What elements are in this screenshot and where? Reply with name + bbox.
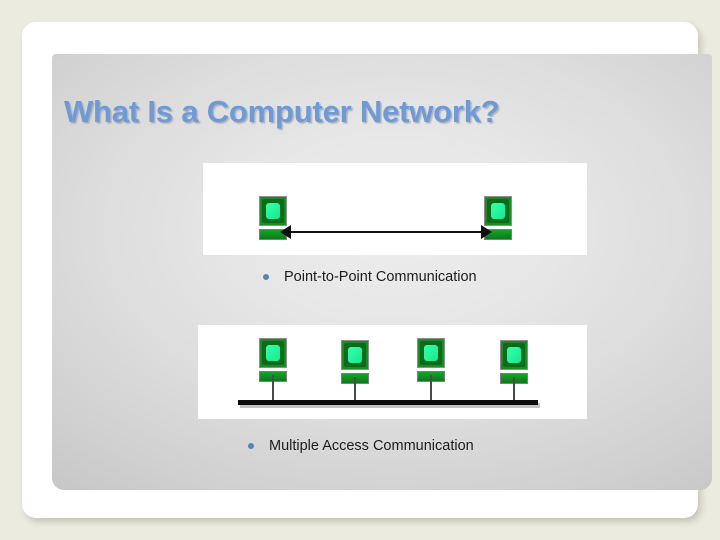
bullet-icon: [263, 274, 269, 280]
monitor-frame: [259, 196, 287, 226]
arrow-left-icon: [280, 225, 291, 239]
monitor-screen: [507, 347, 521, 363]
caption-multiple-access: Multiple Access Communication: [248, 438, 474, 454]
point-to-point-link: [290, 231, 484, 233]
monitor-frame: [500, 340, 528, 370]
arrow-right-icon: [481, 225, 492, 239]
monitor-screen: [491, 203, 505, 219]
monitor-bezel: [503, 343, 525, 367]
monitor-bezel: [262, 199, 284, 223]
monitor-frame: [417, 338, 445, 368]
shared-bus-line: [238, 400, 538, 405]
monitor-screen: [266, 203, 280, 219]
monitor-screen: [348, 347, 362, 363]
bus-drop-line: [430, 375, 432, 401]
bus-drop-line: [513, 377, 515, 401]
caption-label: Point-to-Point Communication: [284, 269, 477, 285]
monitor-frame: [484, 196, 512, 226]
monitor-bezel: [262, 341, 284, 365]
monitor-bezel: [487, 199, 509, 223]
bus-drop-line: [354, 377, 356, 401]
monitor-bezel: [420, 341, 442, 365]
monitor-frame: [341, 340, 369, 370]
monitor-frame: [259, 338, 287, 368]
computer-icon: [259, 196, 287, 240]
monitor-screen: [424, 345, 438, 361]
bus-drop-line: [272, 375, 274, 401]
slide-card: What Is a Computer Network? Poin: [22, 22, 712, 518]
caption-point-to-point: Point-to-Point Communication: [263, 269, 477, 285]
monitor-screen: [266, 345, 280, 361]
caption-label: Multiple Access Communication: [269, 438, 474, 454]
page-title: What Is a Computer Network?: [64, 94, 500, 129]
monitor-bezel: [344, 343, 366, 367]
bullet-icon: [248, 443, 254, 449]
